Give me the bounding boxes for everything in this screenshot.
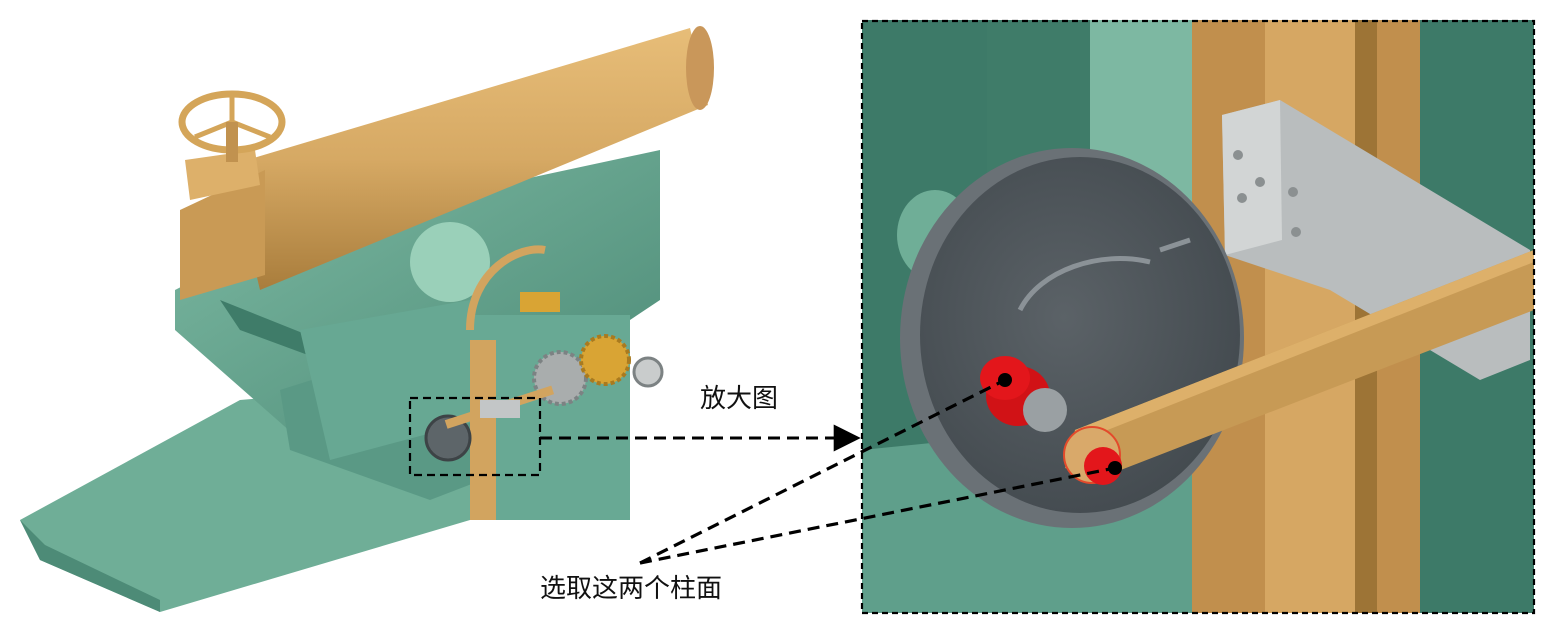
magnified-view bbox=[860, 19, 1536, 615]
magnified-view-border bbox=[860, 19, 1536, 615]
arc-bracket bbox=[466, 245, 546, 331]
bracket-bolt bbox=[1288, 187, 1298, 197]
dot-marker-icon bbox=[1108, 461, 1122, 475]
grey-bracket-face bbox=[1222, 100, 1282, 255]
bracket-bolt bbox=[1291, 227, 1301, 237]
bracket-small bbox=[480, 400, 520, 418]
bracket-bolt bbox=[1237, 193, 1247, 203]
bracket-bolt bbox=[1255, 177, 1265, 187]
frame-opening bbox=[410, 222, 490, 302]
bracket-bolt bbox=[1233, 150, 1243, 160]
zoom-region-box bbox=[408, 396, 542, 477]
tube-end bbox=[686, 26, 714, 110]
crank-arm-top bbox=[1075, 250, 1534, 440]
handwheel-spoke bbox=[194, 119, 233, 140]
gear-gold bbox=[579, 334, 631, 386]
disc-arc-groove bbox=[1159, 237, 1191, 253]
callout-line bbox=[639, 466, 1116, 565]
tube-body bbox=[230, 28, 708, 290]
grey-cylinder-end bbox=[1023, 388, 1067, 432]
magnified-view-label: 放大图 bbox=[700, 384, 778, 414]
gear-small bbox=[632, 356, 664, 388]
disc-arc-groove bbox=[1017, 256, 1151, 312]
machine-overview bbox=[20, 26, 714, 612]
handwheel-spoke bbox=[231, 119, 271, 140]
disc-small bbox=[424, 414, 472, 462]
wheel-housing-side bbox=[185, 150, 260, 200]
tan-post bbox=[470, 340, 496, 520]
handwheel-shaft bbox=[226, 122, 238, 162]
callout-line bbox=[639, 378, 1006, 565]
red-cylinder-2 bbox=[1084, 447, 1122, 485]
base-plate-edge bbox=[20, 520, 160, 612]
selection-callout bbox=[639, 373, 1122, 565]
coupling bbox=[520, 292, 560, 312]
dot-marker-icon bbox=[998, 373, 1012, 387]
select-cylinders-label: 选取这两个柱面 bbox=[540, 574, 722, 604]
wheel-housing bbox=[180, 170, 265, 300]
